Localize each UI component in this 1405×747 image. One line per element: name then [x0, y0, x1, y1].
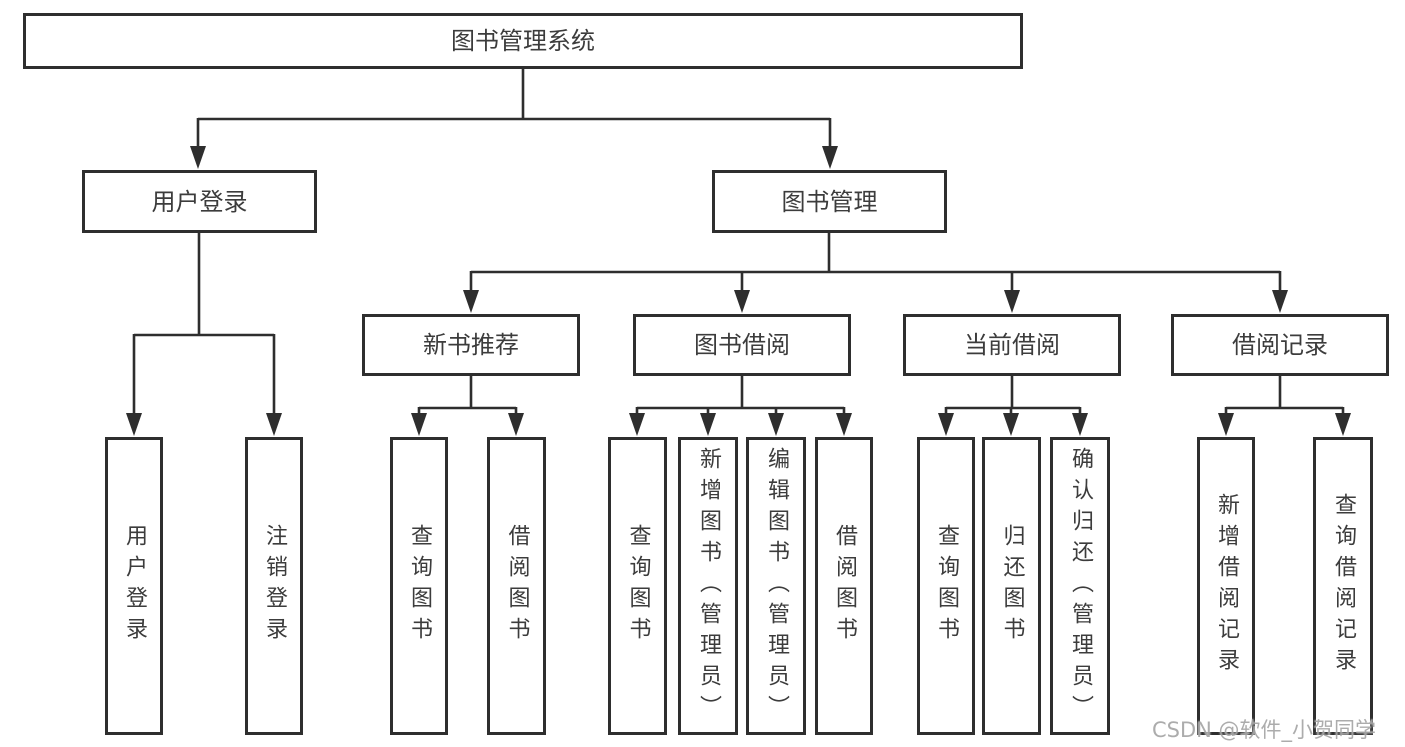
node-label: 借阅图书 — [832, 524, 857, 648]
leaf-user-login: 用户登录 — [105, 437, 163, 735]
node-label: 当前借阅 — [964, 331, 1060, 359]
connector-paths — [132, 69, 1345, 417]
node-label: 查询图书 — [407, 524, 432, 648]
node-label: 用户登录 — [122, 524, 147, 648]
leaf-query-borrow-record: 查询借阅记录 — [1313, 437, 1373, 735]
node-root-system: 图书管理系统 — [23, 13, 1023, 69]
node-label: 新增借阅记录 — [1214, 493, 1239, 679]
leaf-query-books-borrow: 查询图书 — [608, 437, 667, 735]
node-borrow-records: 借阅记录 — [1171, 314, 1389, 376]
node-label: 新书推荐 — [423, 331, 519, 359]
leaf-return-books: 归还图书 — [982, 437, 1041, 735]
leaf-confirm-return-admin: 确认归还（管理员） — [1050, 437, 1110, 735]
node-new-book-recommend: 新书推荐 — [362, 314, 580, 376]
leaf-borrow-books-recommend: 借阅图书 — [487, 437, 546, 735]
node-label: 确认归还（管理员） — [1068, 446, 1093, 726]
node-label: 用户登录 — [151, 187, 248, 216]
node-label: 查询图书 — [934, 524, 959, 648]
node-label: 注销登录 — [262, 524, 287, 648]
node-label: 查询图书 — [625, 524, 651, 648]
node-label: 图书借阅 — [694, 331, 790, 359]
leaf-borrow-books: 借阅图书 — [815, 437, 873, 735]
node-label: 查询借阅记录 — [1331, 493, 1356, 679]
leaf-logout: 注销登录 — [245, 437, 303, 735]
node-label: 编辑图书（管理员） — [764, 446, 789, 726]
node-label: 新增图书（管理员） — [696, 446, 721, 726]
leaf-edit-books-admin: 编辑图书（管理员） — [746, 437, 806, 735]
node-book-borrow: 图书借阅 — [633, 314, 851, 376]
csdn-watermark: CSDN @软件_小贺同学 — [1152, 718, 1377, 742]
node-label: 借阅图书 — [504, 524, 530, 648]
node-label: 归还图书 — [999, 524, 1025, 648]
arrowheads — [126, 146, 1351, 436]
leaf-query-books-current: 查询图书 — [917, 437, 975, 735]
leaf-query-books-recommend: 查询图书 — [390, 437, 448, 735]
leaf-add-borrow-record: 新增借阅记录 — [1197, 437, 1255, 735]
node-user-login-branch: 用户登录 — [82, 170, 317, 233]
leaf-add-books-admin: 新增图书（管理员） — [678, 437, 738, 735]
node-book-management: 图书管理 — [712, 170, 947, 233]
node-label: 图书管理系统 — [451, 27, 595, 55]
node-current-borrow: 当前借阅 — [903, 314, 1121, 376]
node-label: 图书管理 — [781, 187, 878, 216]
node-label: 借阅记录 — [1232, 331, 1328, 359]
